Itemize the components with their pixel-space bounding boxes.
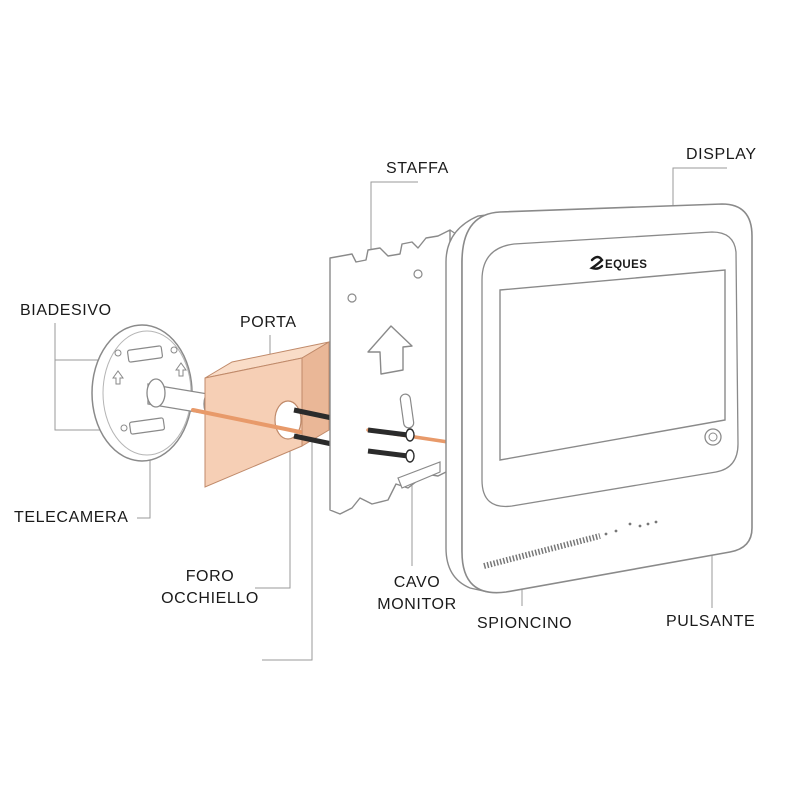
leader-foro-lower [262,420,313,661]
screw-shaft-lower [293,433,333,447]
label-foro-line1: FORO [185,568,235,585]
screw-hole-3 [120,424,128,432]
leader-telecamera [137,455,151,519]
up-arrow-icon [175,362,187,377]
grille-dot [614,529,618,533]
grille-dot [654,520,658,524]
leader-staffa [370,181,418,262]
door-side-face [301,341,330,447]
camera-unit [91,324,213,462]
label-cavo-line1: CAVO [393,574,441,591]
bracket-hole [413,269,423,279]
screw-hole-1 [114,349,122,357]
label-biadesivo: BIADESIVO [20,302,112,319]
adhesive-pad-bottom [128,417,166,435]
lens-tube-base [146,378,166,408]
label-display: DISPLAY [686,146,757,163]
grille-dot [638,524,642,528]
leader-biadesivo [54,323,110,431]
screw-shaft [367,427,409,438]
adhesive-pad-top [126,345,164,363]
label-cavo-monitor: CAVO MONITOR [362,572,472,616]
label-telecamera: TELECAMERA [14,509,129,526]
screw-hole-2 [170,346,178,354]
up-arrow-icon [112,370,124,385]
mounting-screws-bracket [367,427,415,463]
label-staffa: STAFFA [386,160,449,177]
label-foro-line2: OCCHIELLO [161,590,259,607]
label-spioncino: SPIONCINO [477,615,573,632]
brand-name: EQUES [605,259,647,271]
cable-through-door [191,408,302,434]
monitor-screen [499,269,726,461]
label-foro-occhiello: FORO OCCHIELLO [150,566,270,610]
grille-dot [646,522,650,526]
monitor-unit: EQUES [445,203,753,594]
power-button-icon [704,428,722,446]
speaker-grille [483,533,601,569]
label-cavo-line2: MONITOR [377,596,457,613]
leader-foro [255,412,291,589]
mounting-screws-door [293,407,333,447]
up-arrow-icon [367,325,413,375]
eques-logo: EQUES [589,255,647,271]
grille-dot [628,522,632,526]
screw-head [405,428,415,442]
screw-shaft [367,448,409,459]
mounting-bracket [329,229,457,515]
eques-logo-mark [589,255,604,270]
label-porta: PORTA [240,314,297,331]
power-button-inner [708,432,718,442]
grille-dot [604,532,608,536]
screw-head [405,449,415,463]
bracket-slot [399,393,415,429]
bracket-hole [347,293,357,303]
bracket-lip [397,461,441,489]
screw-shaft-upper [293,407,333,421]
label-pulsante: PULSANTE [666,613,756,630]
